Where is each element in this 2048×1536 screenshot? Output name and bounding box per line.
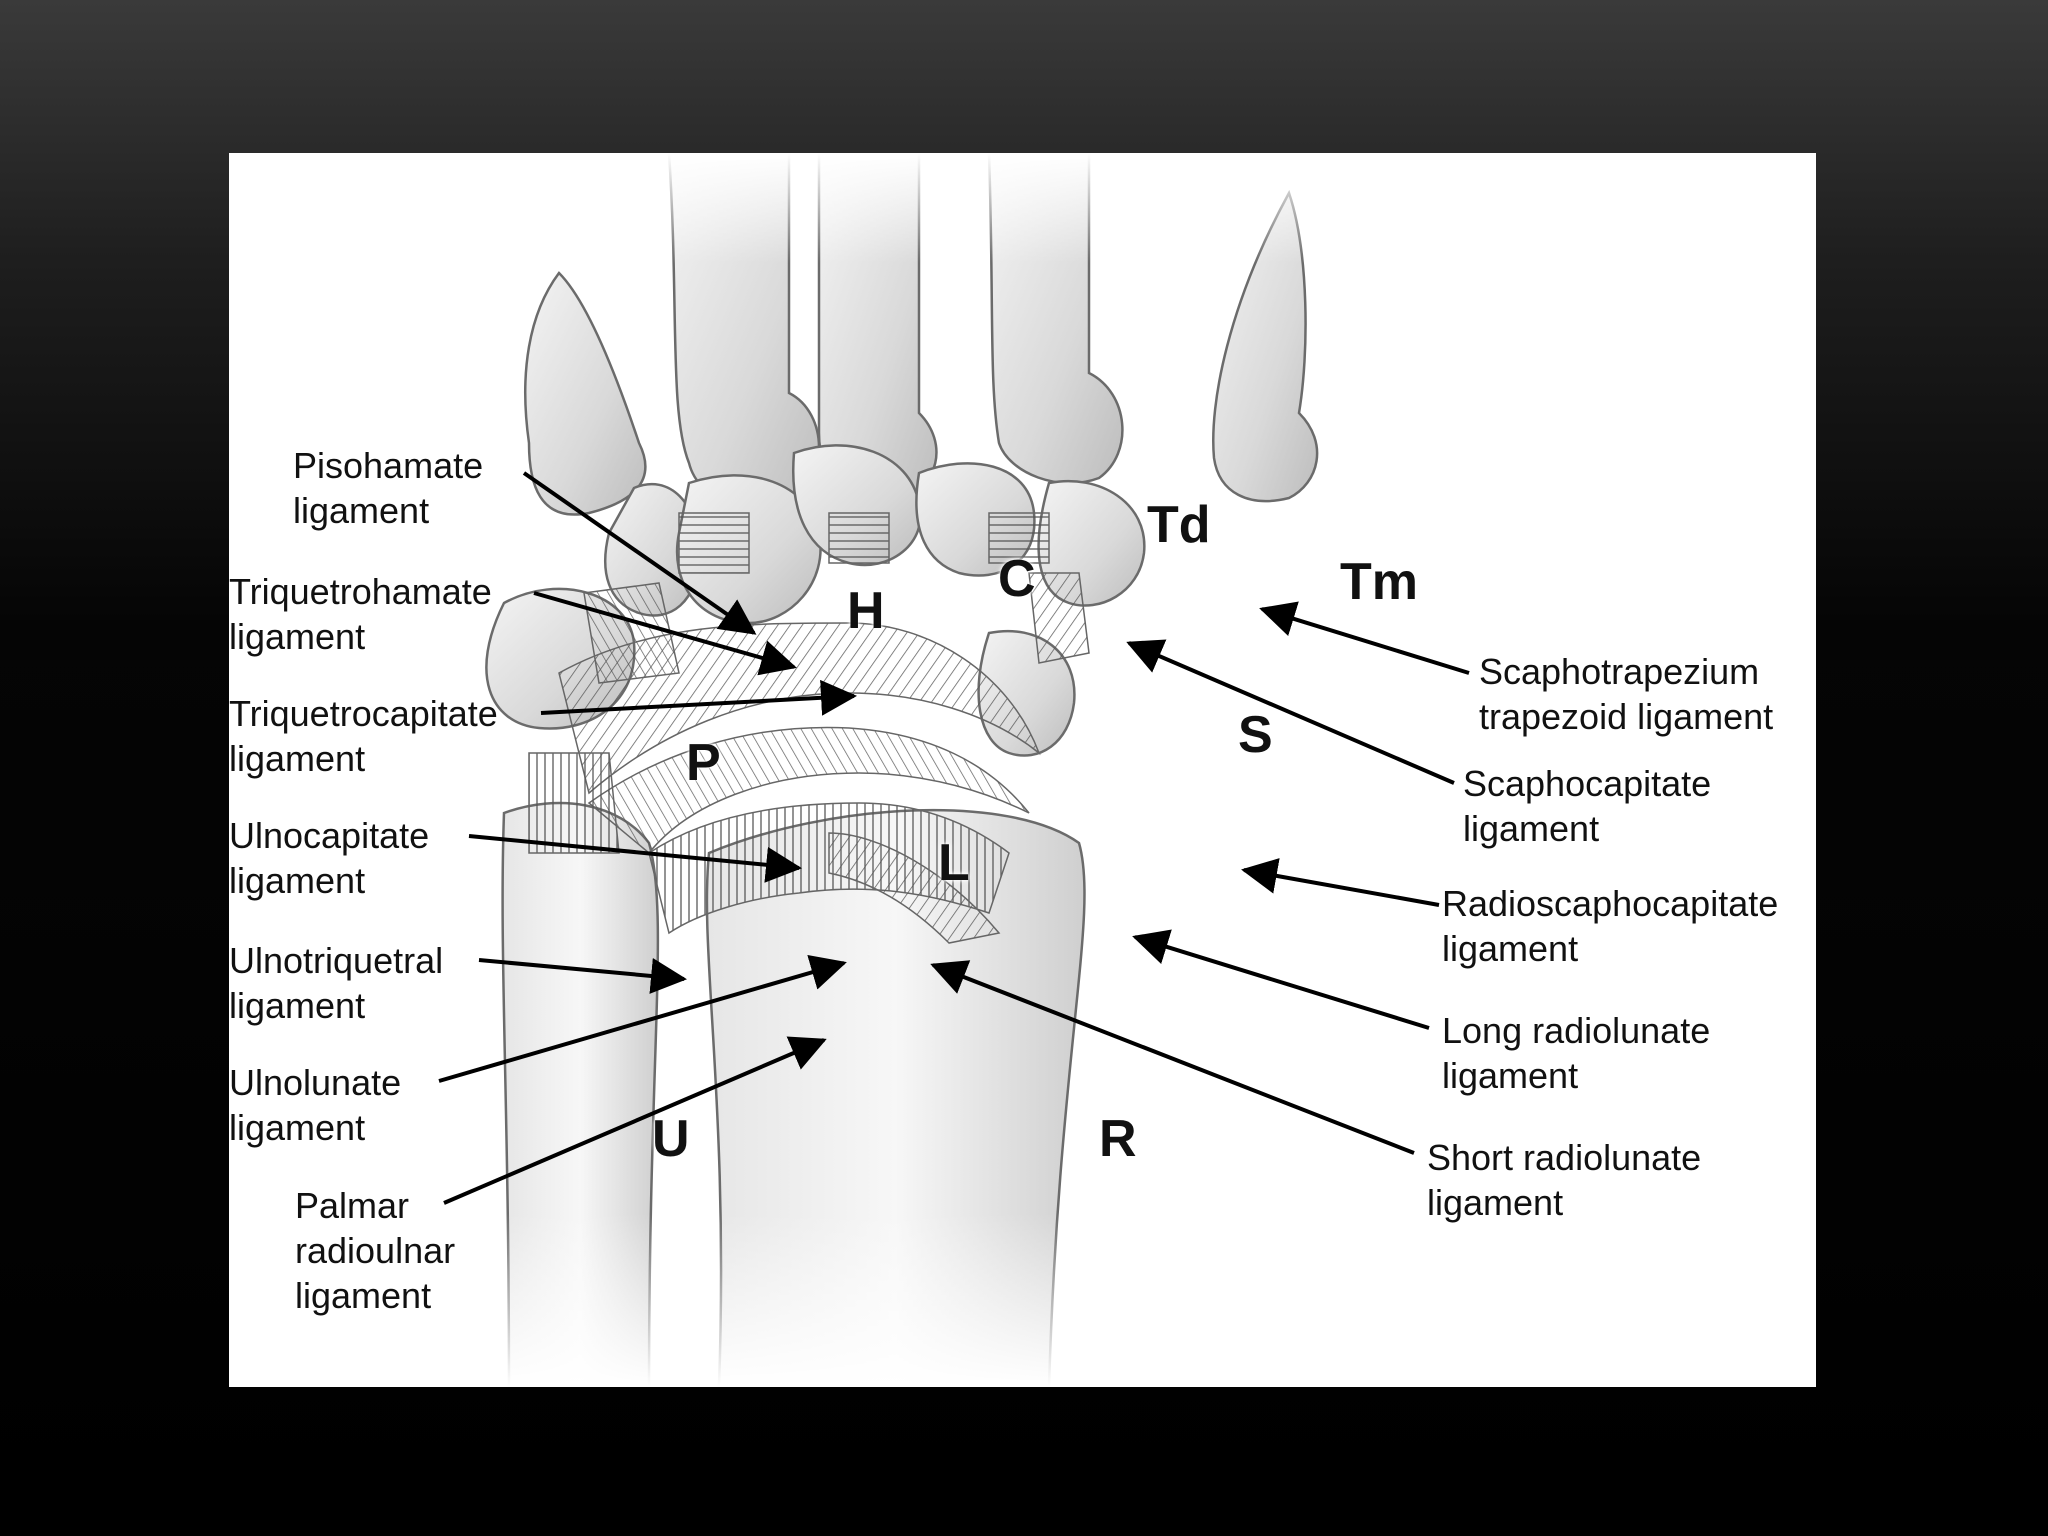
- bone-label-pisiform: P: [686, 734, 721, 792]
- ligament-bands: [528, 512, 1090, 944]
- bone-label-radius: R: [1099, 1110, 1137, 1168]
- bone-label-trapezoid: Td: [1147, 496, 1211, 554]
- bone-label-scaphoid: S: [1238, 706, 1273, 764]
- bone-label-trapezium: Tm: [1340, 553, 1418, 611]
- leader-arrows: [438, 471, 1470, 1205]
- bone-label-lunate: L: [938, 834, 970, 892]
- anatomy-drawing: [229, 153, 1816, 1387]
- bone-label-ulna: U: [652, 1110, 690, 1168]
- bone-label-hamate: H: [847, 582, 885, 640]
- bone-label-capitate: C: [998, 550, 1036, 608]
